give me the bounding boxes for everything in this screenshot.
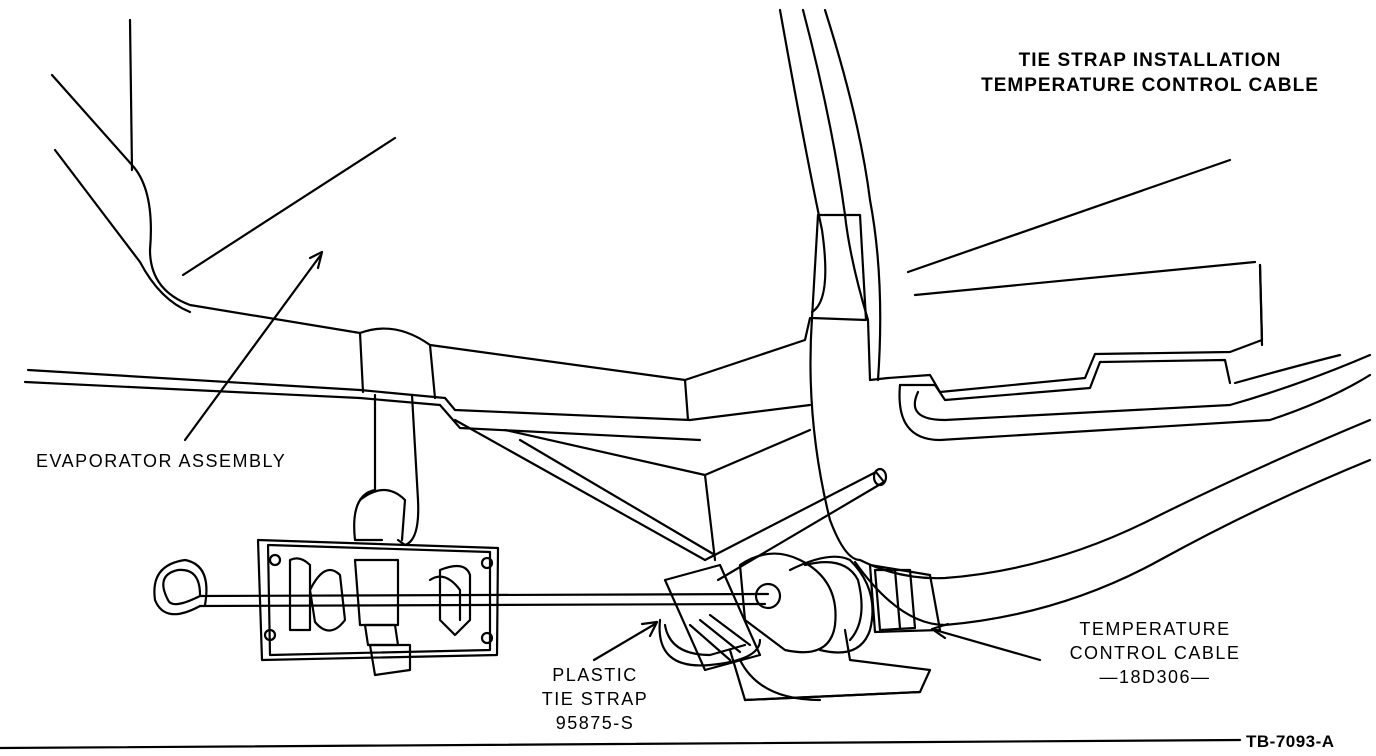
title-line-1: TIE STRAP INSTALLATION — [1018, 50, 1282, 71]
control-cable-label-line-1: TEMPERATURE — [1079, 619, 1231, 639]
dash-panel — [778, 8, 1372, 562]
figure-reference: TB-7093-A — [1246, 732, 1335, 751]
tie-strap-label-line-1: PLASTIC — [552, 665, 638, 685]
cable-bracket — [728, 628, 932, 702]
control-cable — [153, 467, 888, 616]
tie-strap-leader-arrow — [592, 620, 659, 662]
control-plate — [256, 538, 500, 677]
title-line-2: TEMPERATURE CONTROL CABLE — [981, 75, 1319, 96]
tie-strap-clamp — [658, 552, 874, 672]
evaporator-housing — [23, 18, 812, 562]
evaporator-label: EVAPORATOR ASSEMBLY — [36, 451, 287, 471]
tie-strap-label-line-2: TIE STRAP — [541, 689, 649, 709]
cable-leader-arrow — [930, 622, 1042, 662]
vacuum-tube — [353, 393, 420, 547]
tie-strap-label-line-3: 95875-S — [555, 713, 635, 733]
control-cable-label: TEMPERATURE CONTROL CABLE —18D306— — [1045, 617, 1265, 689]
diagram-title: TIE STRAP INSTALLATION TEMPERATURE CONTR… — [955, 48, 1345, 98]
evaporator-leader-arrow — [183, 250, 324, 442]
tie-strap-label: PLASTIC TIE STRAP 95875-S — [520, 663, 670, 735]
bottom-rule — [0, 738, 1242, 750]
heater-hose — [853, 418, 1372, 634]
control-cable-label-line-2: CONTROL CABLE — [1069, 643, 1241, 663]
control-cable-label-line-3: —18D306— — [1099, 667, 1211, 687]
